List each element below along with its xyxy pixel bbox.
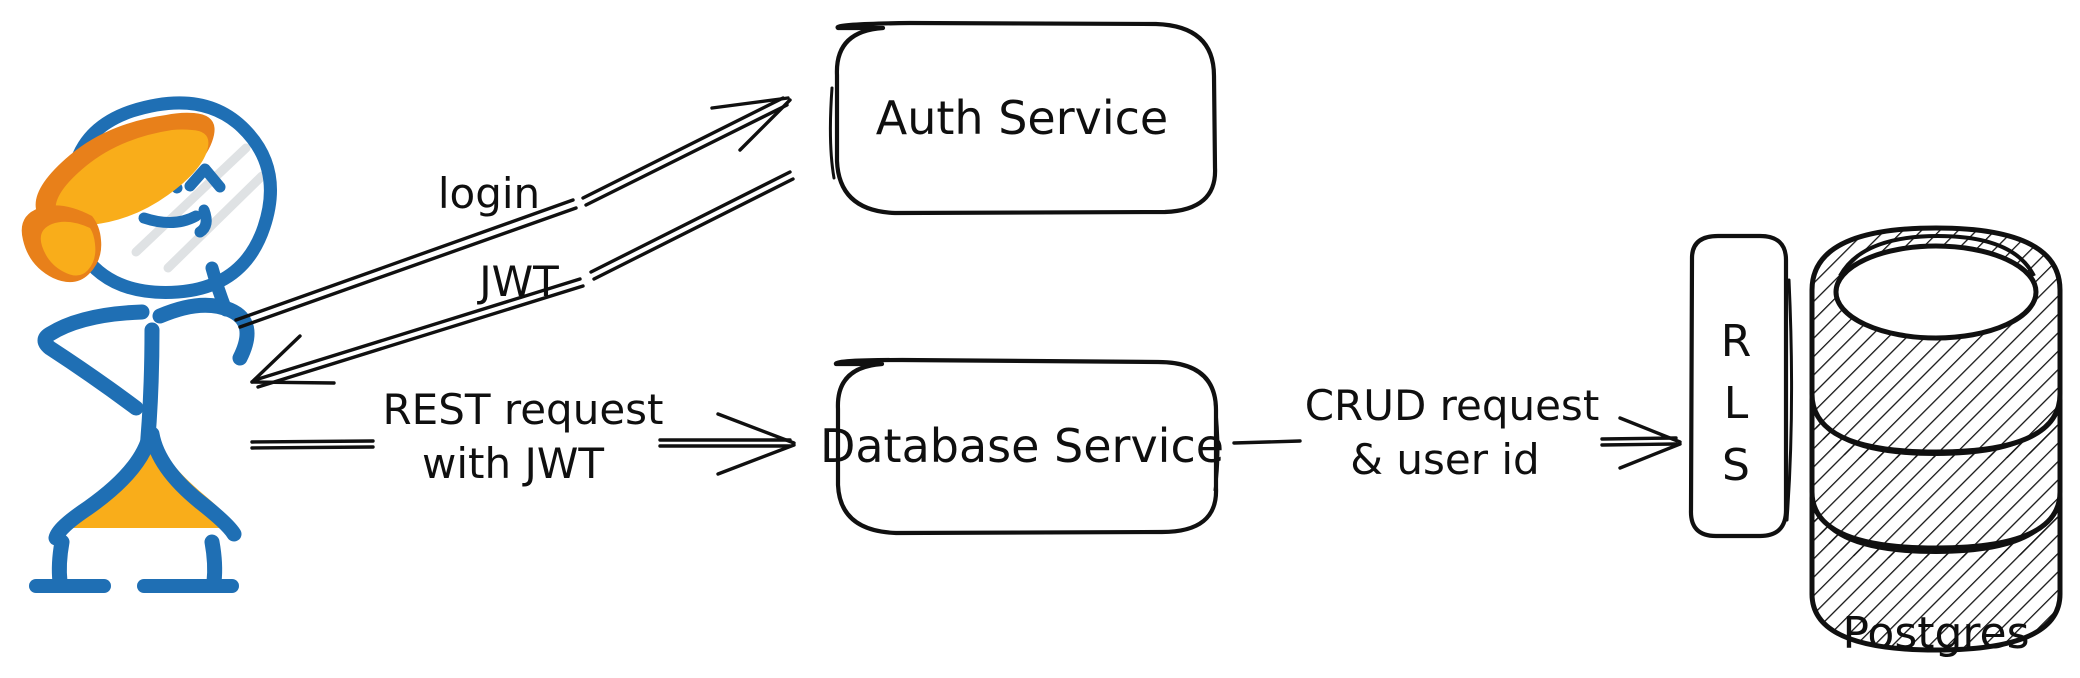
node-auth-service[interactable]: Auth Service [828, 20, 1218, 216]
hat-icon [21, 112, 215, 283]
postgres-disc-top [1809, 225, 2063, 458]
right-arm [152, 297, 255, 366]
node-label-database-service: Database Service [820, 419, 1224, 473]
actor-stick-figure [21, 96, 277, 593]
node-label-rls-l: L [1724, 378, 1749, 429]
edge-login [234, 96, 792, 329]
node-label-postgres: Postgres [1842, 608, 2029, 659]
node-label-rls-s: S [1722, 440, 1750, 491]
node-label-rls-r: R [1721, 316, 1752, 367]
edge-label-jwt: JWT [476, 257, 559, 306]
edge-label-crud-line2: & user id [1350, 435, 1539, 484]
edge-crud-request [1232, 416, 1682, 470]
edge-rest-request [250, 412, 796, 476]
edge-label-crud-line1: CRUD request [1305, 381, 1600, 430]
edge-label-login: login [438, 169, 540, 218]
node-label-auth-service: Auth Service [876, 91, 1168, 145]
node-rls[interactable]: R L S [1688, 233, 1794, 539]
left-arm [37, 304, 150, 416]
legs [51, 534, 223, 590]
node-postgres[interactable]: Postgres [1806, 222, 2068, 660]
head-highlight [131, 143, 267, 273]
skirt [48, 426, 242, 546]
edge-label-rest-line1: REST request [382, 385, 663, 434]
node-database-service[interactable]: Database Service [820, 357, 1224, 536]
edge-jwt [250, 170, 795, 389]
edge-label-rest-line2: with JWT [422, 439, 604, 488]
